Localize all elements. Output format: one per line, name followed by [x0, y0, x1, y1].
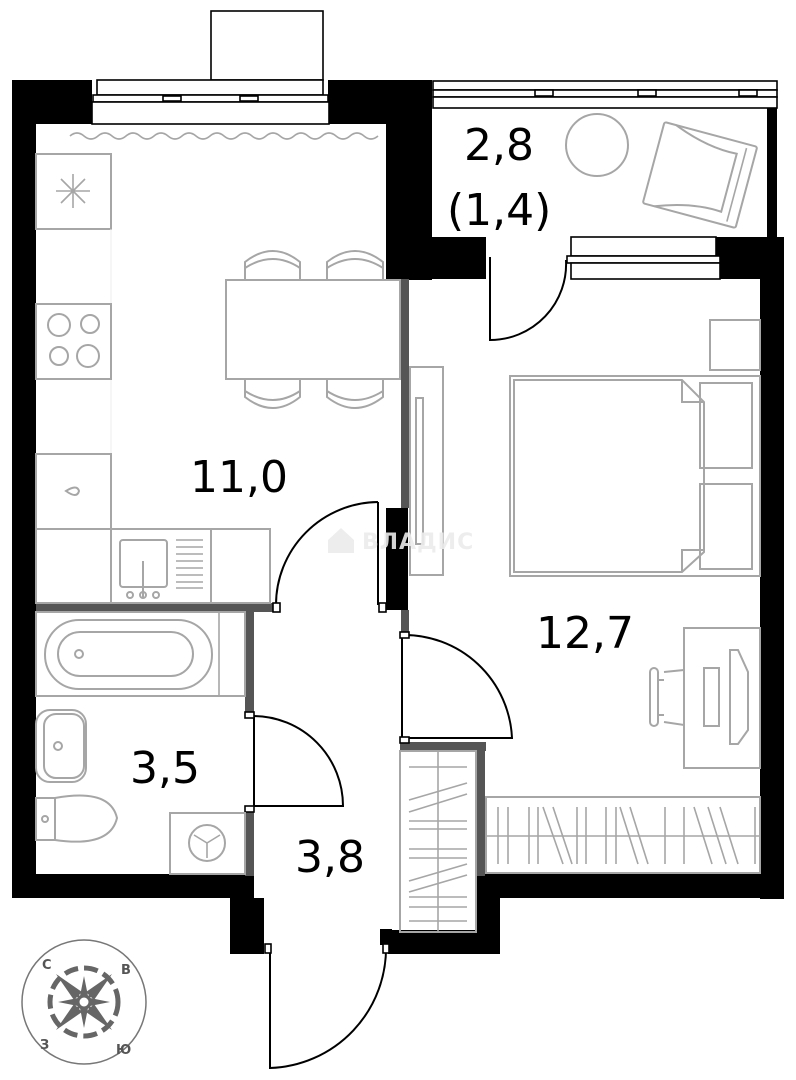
chair-icon	[244, 379, 301, 409]
bathtub-icon	[44, 619, 213, 690]
dishwasher-icon	[35, 453, 112, 530]
snowflake-icon	[56, 174, 90, 208]
laptop-icon	[703, 667, 720, 727]
compass-rose-icon	[56, 974, 112, 1030]
compass-east: В	[121, 963, 131, 978]
compass-south: Ю	[116, 1043, 131, 1058]
bedroom-area-label: 12,7	[536, 608, 634, 659]
doors	[244, 257, 568, 1070]
tv-icon	[415, 397, 424, 545]
office-chair-icon	[649, 667, 685, 727]
washbasin-icon	[35, 709, 87, 783]
hallway-area-label: 3,8	[295, 832, 365, 883]
bedroom-door-swing	[401, 633, 514, 739]
monitor-icon	[729, 649, 749, 745]
armchair-icon	[642, 121, 758, 229]
watermark: ВЛАДИС	[328, 528, 474, 555]
drop-icon	[64, 486, 81, 496]
bathroom-area-label: 3,5	[130, 743, 200, 794]
washing-machine-icon	[169, 812, 246, 875]
stove-icon	[35, 303, 112, 380]
balcony-reduced-area-label: (1,4)	[447, 185, 551, 236]
kitchen-area-label: 11,0	[190, 452, 288, 503]
toilet-icon	[35, 794, 119, 843]
chair-icon	[244, 250, 301, 280]
nightstand-icon	[709, 319, 761, 371]
pillow-icon	[699, 483, 753, 570]
fridge-icon	[35, 153, 112, 230]
bathroom-furniture	[35, 611, 246, 875]
compass-north: С	[42, 958, 52, 973]
chair-icon	[326, 379, 384, 409]
balcony-door-swing	[489, 257, 568, 342]
compass-west: З	[40, 1038, 49, 1053]
balcony-glazing	[432, 80, 778, 109]
wardrobe-icon	[485, 796, 761, 874]
pillow-icon	[699, 382, 753, 469]
balcony-area-label: 2,8	[464, 120, 534, 171]
exterior-walls	[12, 80, 784, 954]
kitchen-door-swing	[275, 501, 379, 606]
round-table-icon	[565, 113, 629, 177]
compass: С В Ю З	[21, 939, 147, 1065]
dining-table-icon	[225, 279, 401, 380]
entrance-door-swing	[269, 944, 388, 1070]
tv-stand-icon	[409, 366, 444, 576]
watermark-text: ВЛАДИС	[362, 530, 474, 555]
house-logo-icon	[328, 528, 354, 553]
balcony-furniture	[565, 113, 758, 229]
partitions	[36, 279, 486, 876]
curtain-icon	[69, 132, 379, 140]
bedroom-window	[566, 236, 721, 280]
bedroom-furniture	[409, 319, 761, 874]
kitchen-window	[69, 10, 379, 140]
bathroom-door-swing	[253, 715, 345, 807]
bed-icon	[509, 375, 761, 577]
chair-icon	[326, 250, 384, 280]
kitchen-furniture	[35, 153, 401, 604]
hallway-wardrobe-icon	[399, 750, 477, 933]
